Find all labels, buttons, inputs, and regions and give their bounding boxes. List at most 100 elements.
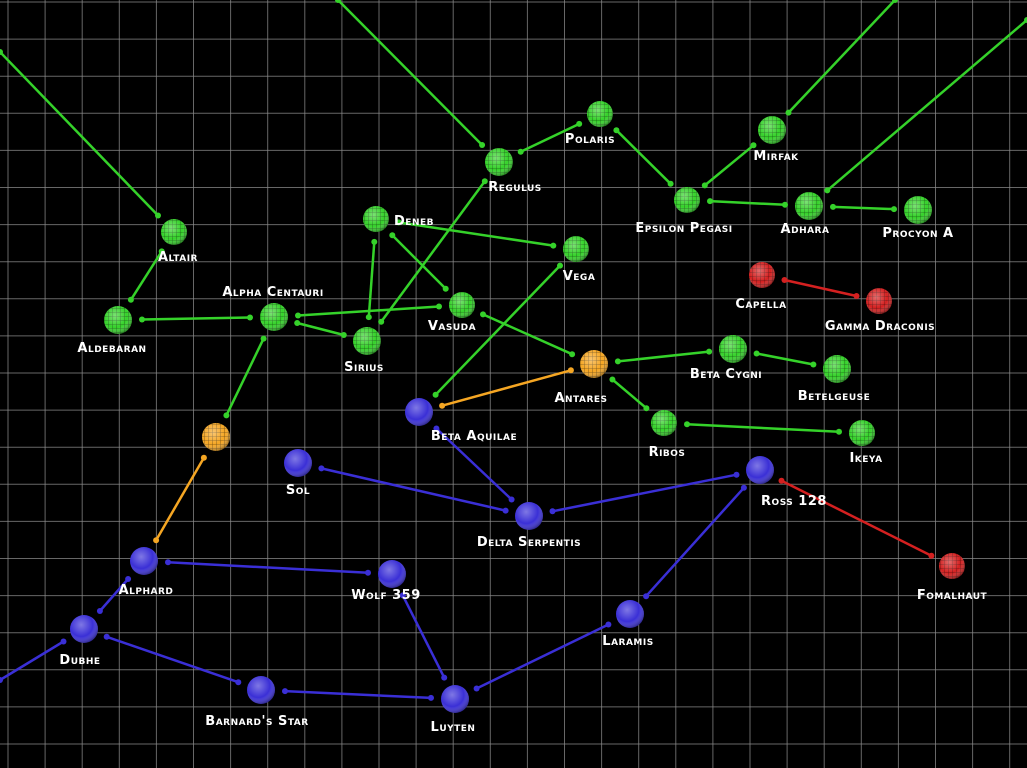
star-system-wolf-359[interactable]: Wolf 359 <box>351 560 421 603</box>
lane-endpoint <box>442 285 449 292</box>
lane-endpoint <box>0 677 3 683</box>
star-label: Barnard's Star <box>205 714 308 729</box>
jump-lane-beta_aquilae-to-delta_serpentis <box>433 425 515 503</box>
lane-endpoint <box>389 232 396 239</box>
star-label: Antares <box>554 391 607 406</box>
jump-lane-ross_128-to-laramis <box>643 484 747 600</box>
star-system-aldebaran[interactable]: Aldebaran <box>77 306 146 356</box>
jump-lane-sirius-to-regulus <box>378 178 488 325</box>
star-system-antares[interactable]: Antares <box>554 350 608 406</box>
lane-endpoint <box>473 685 480 692</box>
star-system-epsilon-pegasi[interactable]: Epsilon Pegasi <box>635 187 732 236</box>
star-system-ikeya[interactable]: Ikeya <box>849 420 883 466</box>
jump-lane-altair-offscreen <box>0 49 161 219</box>
lane-endpoint <box>247 314 253 321</box>
star-system-capella[interactable]: Capella <box>735 262 786 312</box>
lane-endpoint <box>549 508 556 515</box>
star-label: Sol <box>286 483 310 498</box>
jump-lane-dubhe-to-barnards_star <box>103 633 242 686</box>
star-system-gamma-draconis[interactable]: Gamma Draconis <box>825 288 935 334</box>
star-globe-shading <box>247 676 275 704</box>
star-globe-shading <box>849 420 875 446</box>
star-label: Epsilon Pegasi <box>635 221 732 236</box>
star-system-alphard[interactable]: Alphard <box>119 547 174 598</box>
star-label: Capella <box>735 297 786 312</box>
jump-lane-unnamed_orange-to-alphard <box>153 454 207 544</box>
star-label: Alpha Centauri <box>222 285 323 300</box>
star-globe-shading <box>104 306 132 334</box>
lane-endpoint <box>432 391 439 398</box>
lane-endpoint <box>782 201 788 208</box>
star-system-beta-cygni[interactable]: Beta Cygni <box>690 335 762 382</box>
star-system-vasuda[interactable]: Vasuda <box>428 292 476 334</box>
star-globe-shading <box>651 410 677 436</box>
lane-endpoint <box>439 402 446 409</box>
lane-endpoint <box>436 303 442 310</box>
star-system-alpha-centauri[interactable]: Alpha Centauri <box>222 285 323 331</box>
star-system-luyten[interactable]: Luyten <box>431 685 476 735</box>
star-system-delta-serpentis[interactable]: Delta Serpentis <box>477 502 581 550</box>
jump-lane-regulus-to-polaris <box>517 120 583 155</box>
jump-lane-sol-to-delta_serpentis <box>318 465 509 514</box>
star-globe-shading <box>939 553 965 579</box>
lane-endpoint <box>60 638 67 645</box>
jump-lane-adhara-offscreen <box>824 17 1027 194</box>
lane-endpoint <box>480 311 486 318</box>
jump-lane-ribos-to-ikeya <box>684 421 842 435</box>
star-label: Wolf 359 <box>351 588 421 603</box>
star-system-deneb[interactable]: Deneb <box>363 206 434 232</box>
star-system-sirius[interactable]: Sirius <box>344 327 384 375</box>
star-label: Adhara <box>781 222 830 237</box>
star-globe-shading <box>580 350 608 378</box>
star-label: Aldebaran <box>77 341 146 356</box>
jump-lane-sirius-to-deneb <box>365 238 378 321</box>
lane-endpoint <box>701 182 708 189</box>
star-system-ribos[interactable]: Ribos <box>649 410 686 460</box>
star-system-procyon-a[interactable]: Procyon A <box>882 196 953 241</box>
star-label: Dubhe <box>59 653 100 668</box>
star-system-altair[interactable]: Altair <box>158 219 198 265</box>
jump-lane-ross_128-to-fomalhaut <box>778 477 935 559</box>
star-label: Ribos <box>649 445 686 460</box>
star-system-betelgeuse[interactable]: Betelgeuse <box>798 355 871 404</box>
star-system-ross-128[interactable]: Ross 128 <box>746 456 827 509</box>
jump-lane-alphard-to-dubhe <box>96 576 132 614</box>
star-label: Alphard <box>119 583 174 598</box>
star-system-dubhe[interactable]: Dubhe <box>59 615 100 668</box>
lane-endpoint <box>340 332 347 338</box>
jump-lane-laramis-to-luyten <box>473 621 612 692</box>
star-system-unnamed-orange[interactable] <box>202 423 230 451</box>
star-globe-shading <box>587 101 613 127</box>
star-system-polaris[interactable]: Polaris <box>565 101 615 147</box>
star-system-mirfak[interactable]: Mirfak <box>753 116 799 164</box>
lane-endpoint <box>365 569 371 576</box>
lane-endpoint <box>155 212 161 219</box>
star-system-vega[interactable]: Vega <box>563 236 596 284</box>
star-system-fomalhaut[interactable]: Fomalhaut <box>917 553 988 603</box>
star-system-laramis[interactable]: Laramis <box>602 600 653 649</box>
lane-endpoint <box>550 242 557 249</box>
star-label: Fomalhaut <box>917 588 988 603</box>
star-system-regulus[interactable]: Regulus <box>485 148 542 195</box>
lane-endpoint <box>781 277 788 283</box>
lane-endpoint <box>433 425 440 432</box>
star-system-barnards-star[interactable]: Barnard's Star <box>205 676 308 729</box>
lane-endpoint <box>707 198 713 205</box>
star-system-beta-aquilae[interactable]: Beta Aquilae <box>405 398 517 444</box>
jump-lane-barnards_star-to-luyten <box>282 688 434 701</box>
star-system-sol[interactable]: Sol <box>284 449 312 498</box>
star-label: Regulus <box>488 180 542 195</box>
star-globe-shading <box>378 560 406 588</box>
lane-endpoint <box>395 219 402 226</box>
lane-endpoint <box>200 454 207 461</box>
jump-lane-vega-to-beta_aquilae <box>432 262 563 398</box>
lane-endpoint <box>282 688 288 695</box>
lane-endpoint <box>365 314 372 321</box>
star-label: Polaris <box>565 132 615 147</box>
lane-endpoint <box>235 679 242 686</box>
star-system-adhara[interactable]: Adhara <box>781 192 830 237</box>
jump-lane-deneb-to-vasuda <box>389 232 449 292</box>
lane-endpoint <box>569 351 576 358</box>
